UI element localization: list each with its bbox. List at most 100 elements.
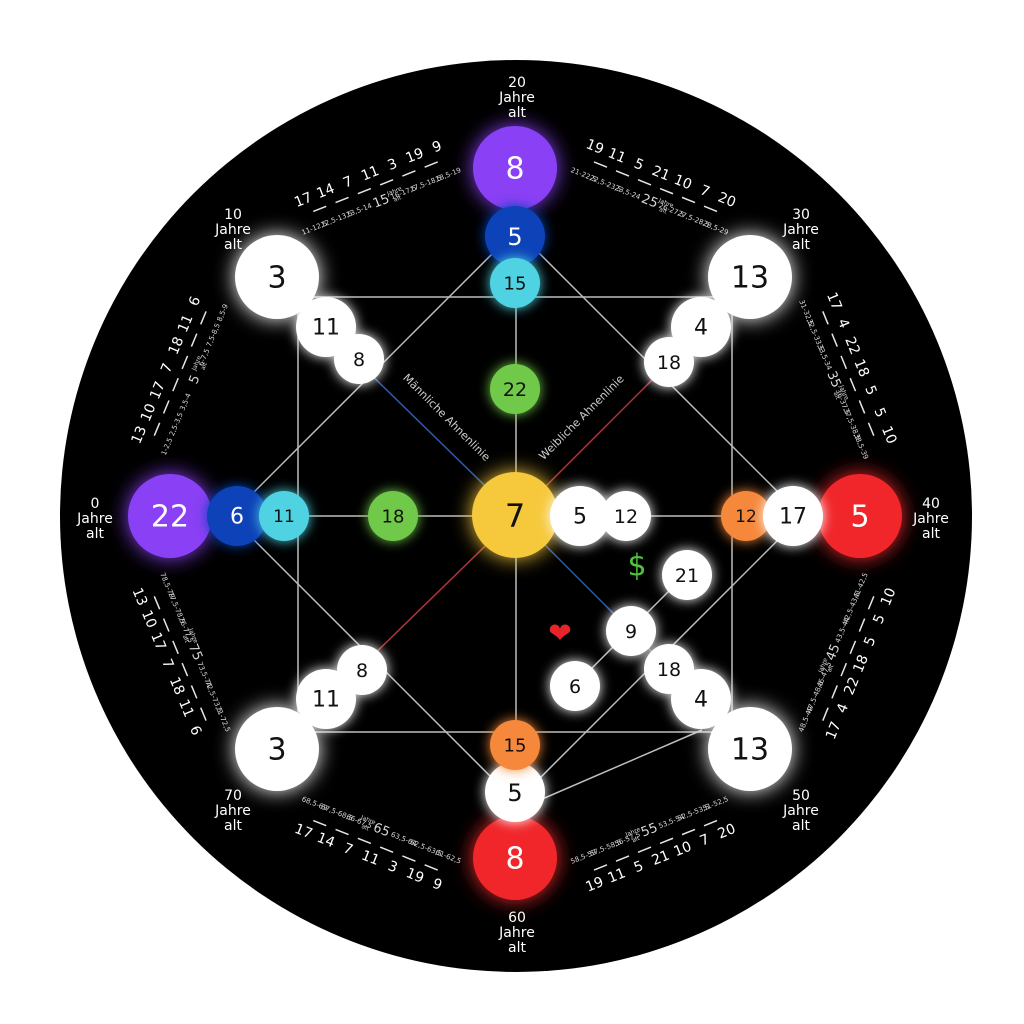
node-top-inner-circle <box>490 258 540 308</box>
node-top-outer-value: 8 <box>505 152 524 187</box>
node-top-inner-value: 15 <box>504 274 527 295</box>
node-bottom-right-inner: 18 <box>644 644 694 694</box>
sequence-dash <box>703 205 718 213</box>
node-top-left-mid-value: 11 <box>312 316 340 341</box>
node-top-right-inner-value: 18 <box>657 352 681 374</box>
sequence-dash <box>312 205 327 213</box>
sequence-number: 10 <box>878 586 900 609</box>
sequence-dash <box>190 333 198 347</box>
node-top-right-mid: 4 <box>671 297 731 357</box>
node-top-right-inner-circle <box>644 337 694 387</box>
node-bottom-right-inner-circle <box>644 644 694 694</box>
node-center: 7 <box>472 472 558 558</box>
node-bottom-right-outer-value: 13 <box>731 733 769 768</box>
age-label-10-line: 10 <box>224 207 242 223</box>
age-label-50-line: alt <box>792 818 810 834</box>
sequence-dash <box>153 595 161 610</box>
sequence-number: 17 <box>147 379 169 402</box>
node-left-outer-value: 22 <box>151 500 189 535</box>
age-labels: 20Jahrealt30Jahrealt40Jahrealt50Jahrealt… <box>76 75 949 956</box>
sequence-dash <box>200 311 207 325</box>
sequence-number: 18 <box>166 335 188 358</box>
mid-age-value: 35 <box>823 369 843 390</box>
node-right-inner-value: 12 <box>735 507 757 527</box>
mid-age-value: 15 <box>371 192 392 212</box>
age-label-50-line: 50 <box>792 788 810 804</box>
mid-age-suffix: alt <box>200 361 210 371</box>
age-label-20-line: 20 <box>508 75 526 91</box>
mid-age-value: 45 <box>823 642 843 663</box>
sequence-dash <box>659 837 674 845</box>
sequence-number: 17 <box>823 290 845 313</box>
node-left-mid-circle <box>207 486 267 546</box>
node-top-left-inner: 8 <box>334 334 384 384</box>
node-love: 6 <box>550 661 600 711</box>
node-center-right-1: 5 <box>550 486 610 546</box>
mid-age-suffix: alt <box>826 663 836 673</box>
node-bottom-left-inner-circle <box>337 645 387 695</box>
sequence-dash <box>615 170 630 177</box>
node-left-core: 18 <box>368 491 418 541</box>
sequence-dash <box>162 618 170 632</box>
node-right-inner: 12 <box>721 491 771 541</box>
mid-age-value: 75 <box>185 642 205 663</box>
node-center-right-1-value: 5 <box>573 505 587 530</box>
sequence-dash <box>681 828 696 836</box>
age-label-70-line: alt <box>224 818 242 834</box>
node-money: 21 <box>662 550 712 600</box>
age-label-60-line: Jahre <box>498 925 535 941</box>
mid-age-suffix: alt <box>631 835 641 845</box>
sequence-dash <box>190 685 198 699</box>
sequence-dash <box>335 196 349 204</box>
node-left-outer: 22 <box>128 474 212 558</box>
sequence-dash <box>424 864 438 871</box>
node-love-value: 6 <box>569 676 581 698</box>
sequence-number: 20 <box>715 190 738 212</box>
sequence-dash <box>153 422 161 437</box>
age-label-40-line: alt <box>922 526 940 542</box>
node-bottom-mid-circle <box>485 762 545 822</box>
node-center-right-2: 12 <box>601 491 651 541</box>
sequence-dash <box>867 596 875 610</box>
node-bottom-outer-value: 8 <box>505 842 524 877</box>
age-label-0-line: alt <box>86 526 104 542</box>
sequence-number: 14 <box>314 830 337 851</box>
node-bottom-left-outer: 3 <box>235 707 319 791</box>
node-top-right-mid-circle <box>671 297 731 357</box>
sequence-number: 20 <box>715 821 738 843</box>
node-top-right-outer: 13 <box>708 235 792 319</box>
node-center-circle <box>472 472 558 558</box>
sequence-number: 17 <box>147 630 169 653</box>
node-bottom-left-inner-value: 8 <box>356 660 368 682</box>
node-right-mid-value: 17 <box>779 505 807 530</box>
node-bottom-right-mid-value: 4 <box>694 688 708 713</box>
node-top-outer-circle <box>473 126 557 210</box>
mid-age-value: 55 <box>639 820 660 840</box>
age-label-70-line: 70 <box>224 788 242 804</box>
sequence-dash <box>402 170 416 177</box>
node-right-inner-circle <box>721 491 771 541</box>
sequence-number: 10 <box>671 839 694 861</box>
age-label-0-line: 0 <box>91 496 100 512</box>
age-label-10-line: alt <box>224 237 242 253</box>
sequence-number: 18 <box>850 653 872 676</box>
node-bottom-outer-circle <box>473 816 557 900</box>
node-bottom-outer: 8 <box>473 816 557 900</box>
sequence-dash <box>402 855 416 862</box>
sequence-dash <box>615 855 630 862</box>
sequence-number: 19 <box>583 874 606 896</box>
age-label-30-line: alt <box>792 237 810 253</box>
age-label-60-line: 60 <box>508 910 526 926</box>
node-bottom-left-mid-circle <box>296 669 356 729</box>
sequence-number: 17 <box>292 821 314 842</box>
sequence-dash <box>593 864 608 871</box>
sequence-number: 10 <box>138 608 160 631</box>
mid-age-suffix: alt <box>658 206 668 216</box>
age-label-40-line: Jahre <box>912 511 949 527</box>
sequence-number: 19 <box>583 136 606 158</box>
